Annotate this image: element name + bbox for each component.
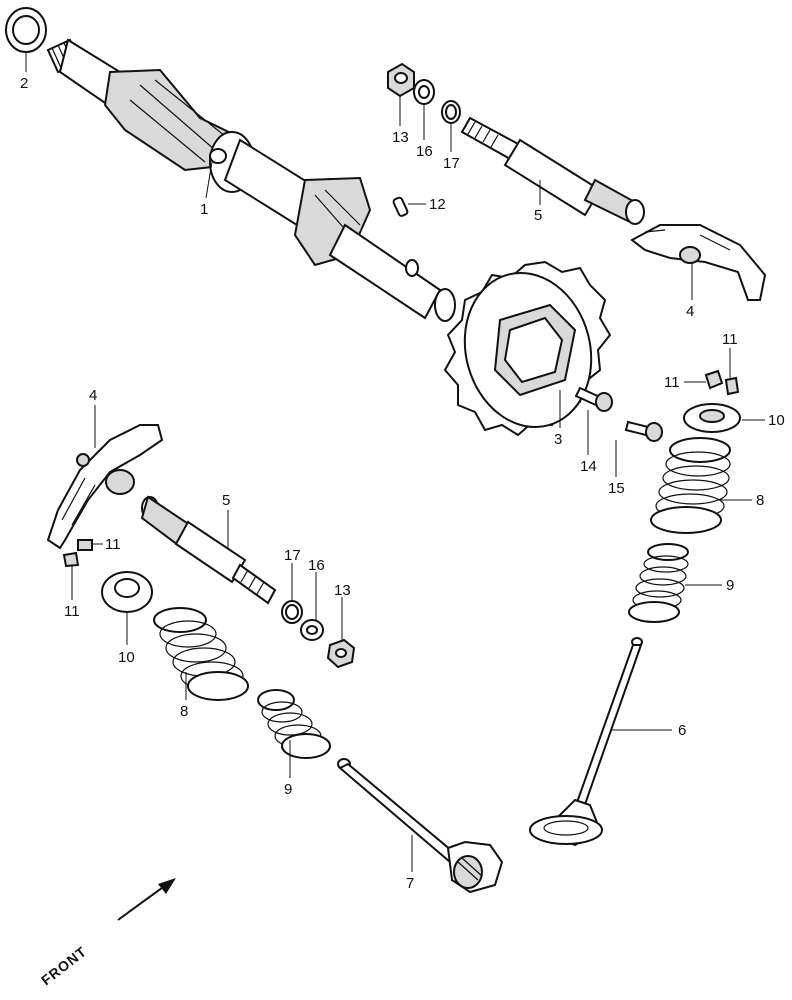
callout-numbers: 1 2 3 4 4 5 5 6 7 8 8 9 9 10 10 11 11 11…: [20, 75, 785, 892]
front-label: FRONT: [38, 943, 90, 988]
callout-11-right-left: 11: [664, 374, 680, 391]
valve-cotter-part-11-right-b: [724, 376, 740, 396]
camshaft-part-1: [46, 38, 456, 322]
bolt-part-14: [574, 386, 613, 412]
washer-part-16-upper: [413, 79, 435, 105]
outer-valve-spring-part-8-left: [153, 607, 249, 701]
callout-17-upper: 17: [443, 155, 460, 172]
callout-10-left: 10: [118, 649, 135, 666]
valve-cotter-part-11-left-b: [62, 551, 80, 568]
front-direction-indicator: FRONT: [38, 878, 176, 988]
callout-16-upper: 16: [416, 143, 433, 160]
callout-6: 6: [678, 722, 686, 739]
valve-cotter-part-11-right-a: [704, 369, 724, 390]
inner-valve-spring-part-9-right: [628, 543, 689, 623]
callout-17-lower: 17: [284, 547, 301, 564]
callout-14: 14: [580, 458, 597, 475]
rocker-arm-part-4-lower: [46, 424, 164, 550]
callout-11-left-right: 11: [105, 536, 121, 553]
pin-part-12: [392, 196, 409, 217]
callout-10-right: 10: [768, 412, 785, 429]
spring-retainer-part-10-left: [101, 571, 153, 613]
washer-part-16-lower: [300, 619, 324, 641]
front-arrow-head: [158, 878, 176, 894]
valve-part-7: [337, 758, 504, 894]
callout-5-upper: 5: [534, 207, 542, 224]
o-ring-part-17-lower: [281, 600, 303, 624]
callout-13-lower: 13: [334, 582, 351, 599]
callout-3: 3: [554, 431, 562, 448]
callout-8-left: 8: [180, 703, 188, 720]
o-ring-part-17-upper: [441, 100, 461, 124]
callout-1: 1: [200, 201, 208, 218]
leader-1: [205, 161, 213, 199]
callout-5-lower: 5: [222, 492, 230, 509]
spring-retainer-part-10-right: [683, 403, 741, 433]
leader-lines: [25, 52, 765, 872]
valve-part-6: [529, 637, 643, 847]
bolt-part-15: [624, 420, 663, 442]
callout-7: 7: [406, 875, 414, 892]
outer-valve-spring-part-8-right: [650, 437, 731, 534]
callout-8-right: 8: [756, 492, 764, 509]
callout-4-lower: 4: [89, 387, 97, 404]
callout-12: 12: [429, 196, 446, 213]
callout-9-left: 9: [284, 781, 292, 798]
callout-13-upper: 13: [392, 129, 409, 146]
callout-16-lower: 16: [308, 557, 325, 574]
rocker-arm-part-4-upper: [630, 224, 767, 301]
callout-11-left-bottom: 11: [64, 603, 80, 620]
inner-valve-spring-part-9-left: [257, 689, 331, 759]
valve-cotter-part-11-left-a: [77, 539, 93, 551]
rocker-shaft-part-5-lower: [140, 495, 277, 605]
callout-2: 2: [20, 75, 28, 92]
callout-15: 15: [608, 480, 625, 497]
cam-sprocket-part-3: [443, 260, 612, 437]
callout-9-right: 9: [726, 577, 734, 594]
front-arrow-shaft: [117, 881, 171, 921]
callout-4-upper: 4: [686, 303, 694, 320]
callout-11-right-top: 11: [722, 331, 738, 348]
nut-part-13-lower: [326, 638, 356, 669]
rocker-shaft-part-5-upper: [460, 116, 645, 225]
nut-part-13-upper: [387, 62, 415, 98]
ring-washer-part-2: [5, 7, 47, 53]
